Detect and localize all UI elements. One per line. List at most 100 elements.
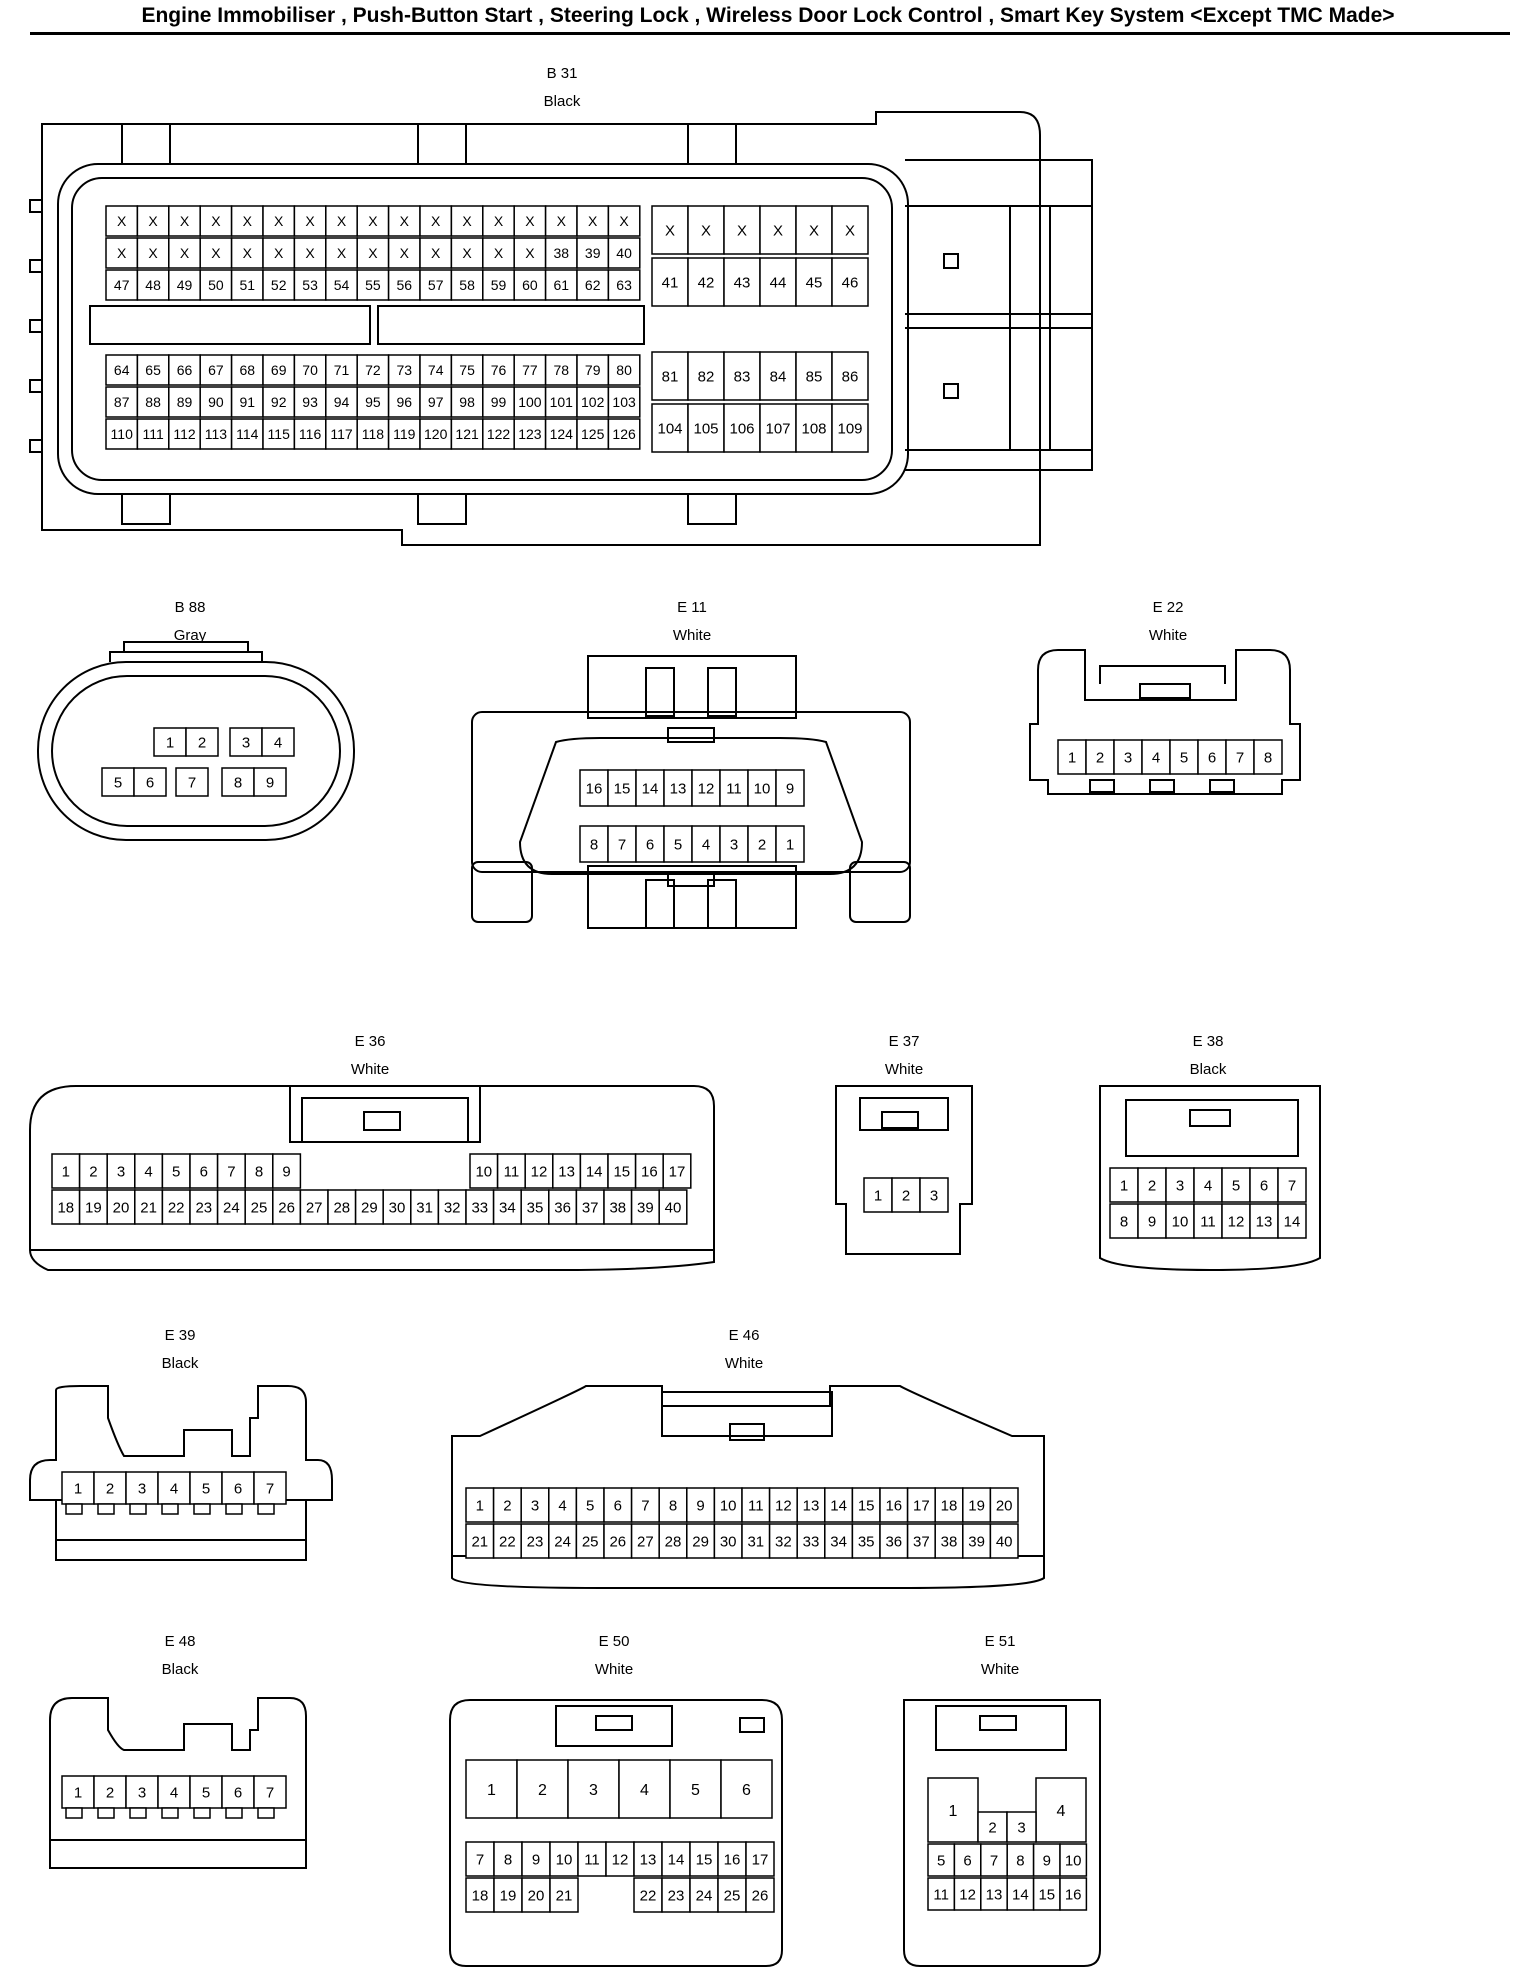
- pin-number: 9: [1043, 1852, 1051, 1869]
- e50-pin-26: 26: [745, 1877, 775, 1913]
- pin-number: 6: [1260, 1177, 1268, 1194]
- e36-pin-20: 20: [106, 1189, 136, 1225]
- pin-number: X: [400, 213, 410, 229]
- pin-number: 14: [1284, 1213, 1301, 1230]
- b31-pin-X: X: [230, 237, 264, 269]
- e39-pin-4: 4: [157, 1471, 191, 1505]
- pin-number: 38: [609, 1199, 626, 1216]
- e11-pin-13: 13: [663, 769, 693, 807]
- pin-number: 50: [208, 277, 224, 293]
- pin-number: 3: [1124, 749, 1132, 766]
- b31-pin-54: 54: [325, 269, 358, 301]
- b31-pin-92: 92: [262, 386, 296, 418]
- pin-number: 5: [202, 1784, 210, 1801]
- pin-number: 2: [503, 1497, 511, 1514]
- b31-pin-111: 111: [136, 418, 170, 450]
- b31-pin-48: 48: [136, 269, 170, 301]
- pin-number: 31: [747, 1533, 764, 1550]
- pin-number: 4: [274, 734, 282, 751]
- e48-latch: [129, 1807, 147, 1819]
- pin-number: 123: [518, 426, 542, 442]
- e11-pin-15: 15: [607, 769, 637, 807]
- e50-pin-24: 24: [689, 1877, 719, 1913]
- pin-number: 14: [668, 1851, 685, 1868]
- pin-number: 6: [146, 774, 154, 791]
- pin-number: 39: [637, 1199, 654, 1216]
- e46-pin-17: 17: [906, 1487, 936, 1523]
- e51-pin-2: 2: [977, 1811, 1008, 1843]
- e46-pin-10: 10: [713, 1487, 743, 1523]
- e36-pin-7: 7: [216, 1153, 246, 1189]
- pin-number: 55: [365, 277, 381, 293]
- b31-pin-79: 79: [576, 354, 610, 386]
- e51-pin-9: 9: [1032, 1843, 1061, 1877]
- pin-number: 73: [397, 362, 413, 378]
- pin-number: X: [148, 213, 158, 229]
- e46-pin-34: 34: [824, 1523, 854, 1559]
- b31-pin-X: X: [199, 205, 233, 237]
- b31-pin-94: 94: [325, 386, 358, 418]
- e46-pin-39: 39: [962, 1523, 992, 1559]
- pin-number: 2: [988, 1819, 996, 1836]
- pin-number: 30: [389, 1199, 406, 1216]
- pin-number: 3: [930, 1187, 938, 1204]
- b31-pin-X: X: [513, 237, 547, 269]
- pin-number: 7: [641, 1497, 649, 1514]
- e36-pin-26: 26: [272, 1189, 302, 1225]
- pin-number: X: [305, 245, 315, 261]
- pin-number: 13: [986, 1886, 1003, 1903]
- b31-pin-X: X: [230, 205, 264, 237]
- e51-pin-7: 7: [980, 1843, 1008, 1877]
- pin-number: 62: [585, 277, 601, 293]
- b88-pin-4: 4: [261, 727, 295, 757]
- b31-pin-86: 86: [831, 351, 869, 401]
- pin-number: 3: [138, 1784, 146, 1801]
- pin-number: 24: [696, 1887, 713, 1904]
- pin-number: 102: [581, 394, 605, 410]
- pin-number: 40: [616, 245, 632, 261]
- pin-number: 31: [416, 1199, 433, 1216]
- pin-number: 10: [754, 780, 771, 797]
- e46-pin-36: 36: [879, 1523, 909, 1559]
- b31-pin-122: 122: [482, 418, 515, 450]
- e11-pin-12: 12: [691, 769, 721, 807]
- e11-pin-2: 2: [747, 825, 777, 863]
- b31-pin-X: X: [105, 237, 139, 269]
- e38-pin-14: 14: [1277, 1203, 1307, 1239]
- pin-number: 20: [113, 1199, 130, 1216]
- e36-label: E 36: [355, 1033, 386, 1050]
- e36-pin-8: 8: [244, 1153, 274, 1189]
- pin-number: 12: [531, 1163, 548, 1180]
- pin-number: 12: [698, 780, 715, 797]
- b31-pin-X: X: [387, 205, 421, 237]
- e46-pin-11: 11: [741, 1487, 771, 1523]
- pin-number: 16: [586, 780, 603, 797]
- b31-pin-X: X: [651, 205, 689, 255]
- e50-pin-9: 9: [521, 1841, 551, 1877]
- e38-pin-1: 1: [1109, 1167, 1139, 1203]
- pin-number: 59: [491, 277, 507, 293]
- e39-latch: [65, 1503, 83, 1515]
- b31-pin-53: 53: [293, 269, 327, 301]
- pin-number: 26: [278, 1199, 295, 1216]
- e38-housing: [1099, 1085, 1321, 1272]
- e22-pin-2: 2: [1085, 739, 1115, 775]
- e39-pin-3: 3: [125, 1471, 159, 1505]
- e46-pin-15: 15: [851, 1487, 881, 1523]
- pin-number: 115: [268, 426, 291, 442]
- e46-pin-24: 24: [548, 1523, 578, 1559]
- pin-number: X: [809, 222, 819, 239]
- b31-pin-X: X: [387, 237, 421, 269]
- e46-pin-40: 40: [989, 1523, 1019, 1559]
- e46-pin-16: 16: [879, 1487, 909, 1523]
- pin-number: 26: [752, 1887, 769, 1904]
- pin-number: 12: [775, 1497, 792, 1514]
- pin-number: 61: [554, 277, 570, 293]
- pin-number: X: [588, 213, 598, 229]
- pin-number: 2: [106, 1784, 114, 1801]
- pin-number: 3: [1017, 1819, 1025, 1836]
- pin-number: 8: [590, 836, 598, 853]
- pin-number: 4: [170, 1480, 178, 1497]
- b31-pin-58: 58: [450, 269, 484, 301]
- pin-number: X: [462, 213, 472, 229]
